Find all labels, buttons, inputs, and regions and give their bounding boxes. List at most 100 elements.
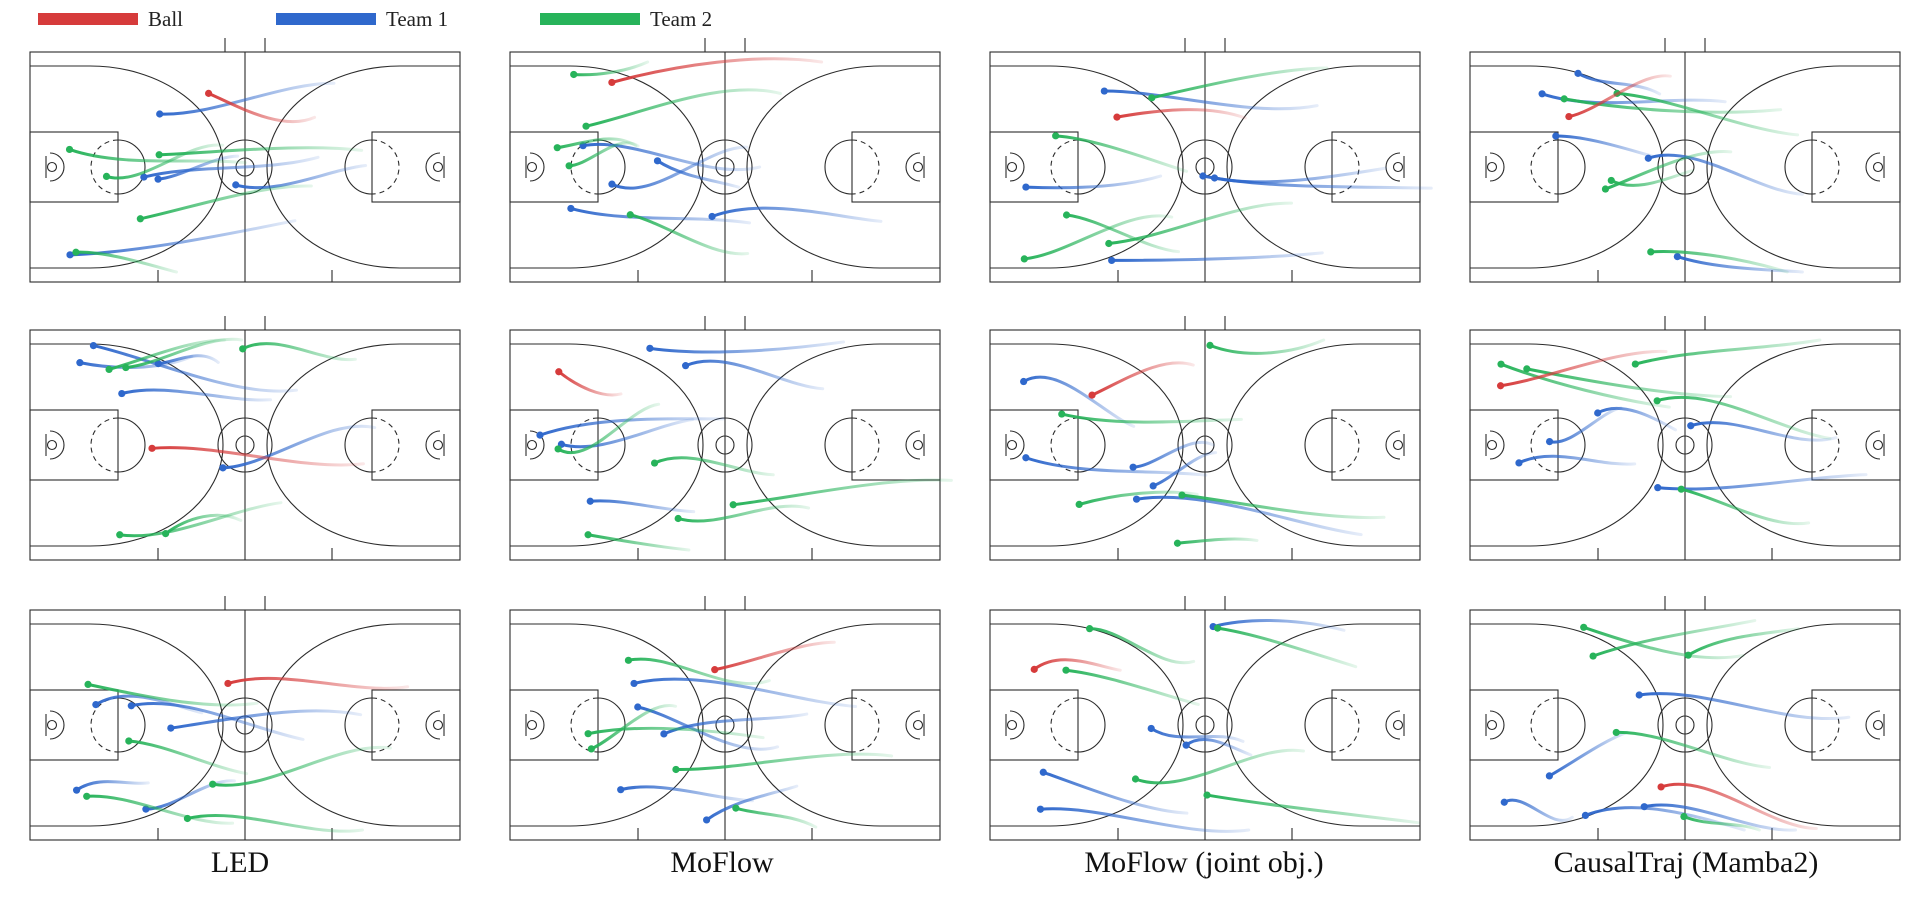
team2-trajectory	[731, 478, 953, 507]
team1-player-marker	[682, 362, 690, 370]
right-rim	[432, 719, 444, 731]
team2-trajectory	[676, 504, 811, 523]
team2-trajectory	[211, 745, 392, 787]
team1-player-marker	[617, 786, 625, 794]
left-key	[29, 131, 119, 203]
team2-player-marker	[1206, 341, 1214, 349]
right-free-throw-dash	[371, 417, 400, 473]
right-free-throw-dash	[1811, 697, 1840, 753]
team2-player-marker	[1086, 625, 1094, 633]
team2-trajectory	[734, 806, 818, 829]
team2-trajectory	[572, 60, 650, 77]
team1-trajectory	[1184, 738, 1253, 757]
team2-player-marker	[584, 531, 592, 539]
team2-trajectory	[1614, 730, 1771, 770]
ball-trajectory	[207, 91, 317, 124]
left-three-point-arc	[990, 343, 1184, 547]
right-key	[1331, 409, 1421, 481]
right-key	[851, 409, 941, 481]
team1-player-marker	[1022, 183, 1030, 191]
team1-trajectory	[1024, 456, 1208, 477]
team2-player-marker	[125, 737, 133, 745]
team1-trajectory	[1038, 807, 1251, 833]
ball-marker	[555, 368, 563, 376]
left-three-point-arc	[30, 623, 224, 827]
team2-player-marker	[565, 162, 573, 170]
team1-trajectory	[648, 340, 846, 354]
team2-trajectory	[1054, 134, 1189, 173]
team1-player-marker	[89, 341, 98, 350]
team1-player-marker	[1594, 409, 1602, 417]
right-free-throw-dash	[1331, 697, 1360, 753]
right-rim	[432, 439, 444, 451]
right-three-point-arc	[1706, 343, 1900, 547]
team1-player-marker	[167, 724, 175, 732]
team2-player-marker	[1647, 248, 1655, 256]
left-free-throw-dash	[1530, 697, 1559, 753]
right-free-throw-arc	[1784, 417, 1813, 473]
team1-player-marker	[232, 181, 240, 189]
legend: Ball Team 1 Team 2	[0, 0, 760, 36]
left-three-point-arc	[990, 65, 1184, 269]
right-free-throw-arc	[1304, 139, 1333, 195]
right-key	[371, 409, 461, 481]
court-panel-r2-c4	[1469, 316, 1901, 561]
right-rim	[1392, 439, 1404, 451]
team2-trajectory	[138, 184, 313, 221]
right-key	[1331, 131, 1421, 203]
left-three-point-arc	[510, 623, 704, 827]
team1-player-marker	[92, 701, 100, 709]
team2-trajectory	[1134, 748, 1305, 785]
left-free-throw-dash	[570, 697, 599, 753]
team1-trajectory	[538, 417, 725, 437]
team2-player-marker	[732, 804, 740, 812]
team2-player-marker	[553, 144, 561, 152]
court-panel-r1-c3	[989, 38, 1433, 283]
team1-player-marker	[630, 679, 638, 688]
team2-trajectory	[1582, 625, 1745, 660]
right-free-throw-arc	[1784, 697, 1813, 753]
right-free-throw-dash	[1811, 417, 1840, 473]
team2-trajectory	[1591, 619, 1757, 658]
team1-player-marker	[1515, 459, 1523, 467]
team1-player-marker	[1108, 256, 1116, 265]
center-circle	[697, 417, 753, 473]
right-key	[1331, 689, 1421, 761]
team2-trajectory	[1077, 490, 1199, 506]
team2-trajectory	[1175, 537, 1259, 545]
right-free-throw-arc	[1784, 139, 1813, 195]
ball-trajectory	[1567, 74, 1672, 119]
right-key	[1811, 131, 1901, 203]
legend-item-ball: Ball	[38, 6, 183, 32]
ball-trajectory	[150, 446, 365, 467]
team2-trajectory	[1064, 668, 1200, 706]
team2-player-marker	[1062, 666, 1070, 674]
team2-player-marker	[102, 172, 111, 181]
team1-player-marker	[1039, 768, 1047, 776]
team2-player-marker	[72, 248, 80, 256]
team2-player-marker	[570, 70, 578, 79]
team2-player-marker	[122, 363, 130, 372]
legend-item-team1: Team 1	[276, 6, 448, 32]
team2-trajectory	[586, 726, 765, 740]
team1-trajectory	[1041, 770, 1189, 815]
right-rim	[1392, 161, 1404, 173]
left-rim	[1006, 161, 1018, 173]
left-key	[509, 689, 599, 761]
court-panel-r3-c2	[509, 596, 941, 841]
right-three-point-arc	[266, 343, 460, 547]
team1-player-marker	[1635, 691, 1643, 699]
team1-player-marker	[1654, 484, 1662, 492]
team1-player-marker	[1149, 482, 1157, 490]
team1-trajectory	[129, 701, 305, 741]
left-three-point-arc	[510, 343, 704, 547]
legend-item-team2: Team 2	[540, 6, 712, 32]
team1-trajectory	[1102, 89, 1319, 111]
team2-trajectory	[1150, 66, 1329, 100]
team2-player-marker	[136, 215, 144, 223]
right-restricted-arc	[425, 430, 441, 460]
column-label-moflow: MoFlow	[670, 846, 774, 879]
team2-trajectory	[105, 143, 225, 180]
left-rim	[526, 439, 538, 451]
